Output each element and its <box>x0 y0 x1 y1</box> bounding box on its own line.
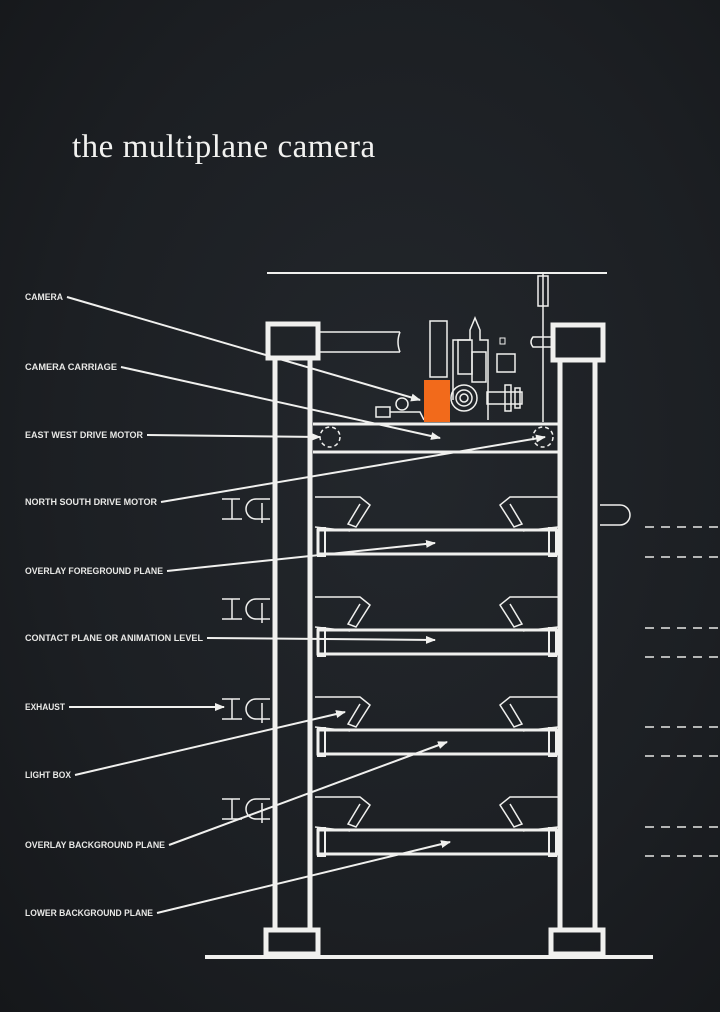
camera-carriage <box>313 422 558 454</box>
callout-label: LOWER BACKGROUND PLANE <box>25 908 153 919</box>
callout-label: OVERLAY FOREGROUND PLANE <box>25 566 163 577</box>
callout-camera: CAMERA <box>25 292 421 402</box>
leader-arrow <box>120 366 441 440</box>
callout-lower-background-plane: LOWER BACKGROUND PLANE <box>25 840 451 919</box>
callout-label: EAST WEST DRIVE MOTOR <box>25 430 143 441</box>
callout-overlay-background-plane: OVERLAY BACKGROUND PLANE <box>25 741 448 851</box>
callout-label: NORTH SOUTH DRIVE MOTOR <box>25 497 157 508</box>
leader-arrow <box>74 710 346 776</box>
callout-labels: CAMERA CAMERA CARRIAGE EAST WEST DRIVE MOT… <box>25 292 546 919</box>
callout-north-south-drive-motor: NORTH SOUTH DRIVE MOTOR <box>25 434 546 508</box>
lamp-icon <box>222 498 270 523</box>
camera-orange-block <box>424 380 450 422</box>
callout-overlay-foreground-plane: OVERLAY FOREGROUND PLANE <box>25 539 436 577</box>
diagram-title: the multiplane camera <box>72 129 376 165</box>
plane-level-3 <box>222 696 560 757</box>
lamp-icon <box>222 798 270 823</box>
leader-arrow <box>206 635 436 644</box>
callout-camera-carriage: CAMERA CARRIAGE <box>25 362 441 440</box>
plane-level-4 <box>222 796 560 857</box>
callout-label: OVERLAY BACKGROUND PLANE <box>25 840 165 851</box>
callout-exhaust: EXHAUST <box>25 702 225 713</box>
east-west-motor-icon <box>319 426 341 448</box>
leader-arrow <box>160 434 546 503</box>
dashed-level-marks <box>645 526 718 857</box>
callout-east-west-drive-motor: EAST WEST DRIVE MOTOR <box>25 430 321 441</box>
callout-label: LIGHT BOX <box>25 770 72 781</box>
camera-stand-frame <box>205 272 653 959</box>
leader-arrow <box>168 741 448 846</box>
leader-arrow <box>146 432 321 441</box>
callout-label: EXHAUST <box>25 702 65 713</box>
callout-contact-plane-or-animation-level: CONTACT PLANE OR ANIMATION LEVEL <box>25 633 436 644</box>
lamp-icon <box>222 698 270 723</box>
plane-level-1 <box>222 496 631 557</box>
callout-label: CAMERA <box>25 292 63 303</box>
plane-level-2 <box>222 596 560 657</box>
north-south-motor-icon <box>532 426 554 448</box>
callout-light-box: LIGHT BOX <box>25 710 346 781</box>
callout-label: CONTACT PLANE OR ANIMATION LEVEL <box>25 633 203 644</box>
leader-arrow <box>166 539 436 572</box>
leader-arrow <box>156 840 451 914</box>
camera-assembly <box>375 316 523 422</box>
plane-levels <box>222 496 631 857</box>
leader-arrow <box>66 296 421 402</box>
callout-label: CAMERA CARRIAGE <box>25 362 117 373</box>
lamp-icon <box>222 598 270 623</box>
